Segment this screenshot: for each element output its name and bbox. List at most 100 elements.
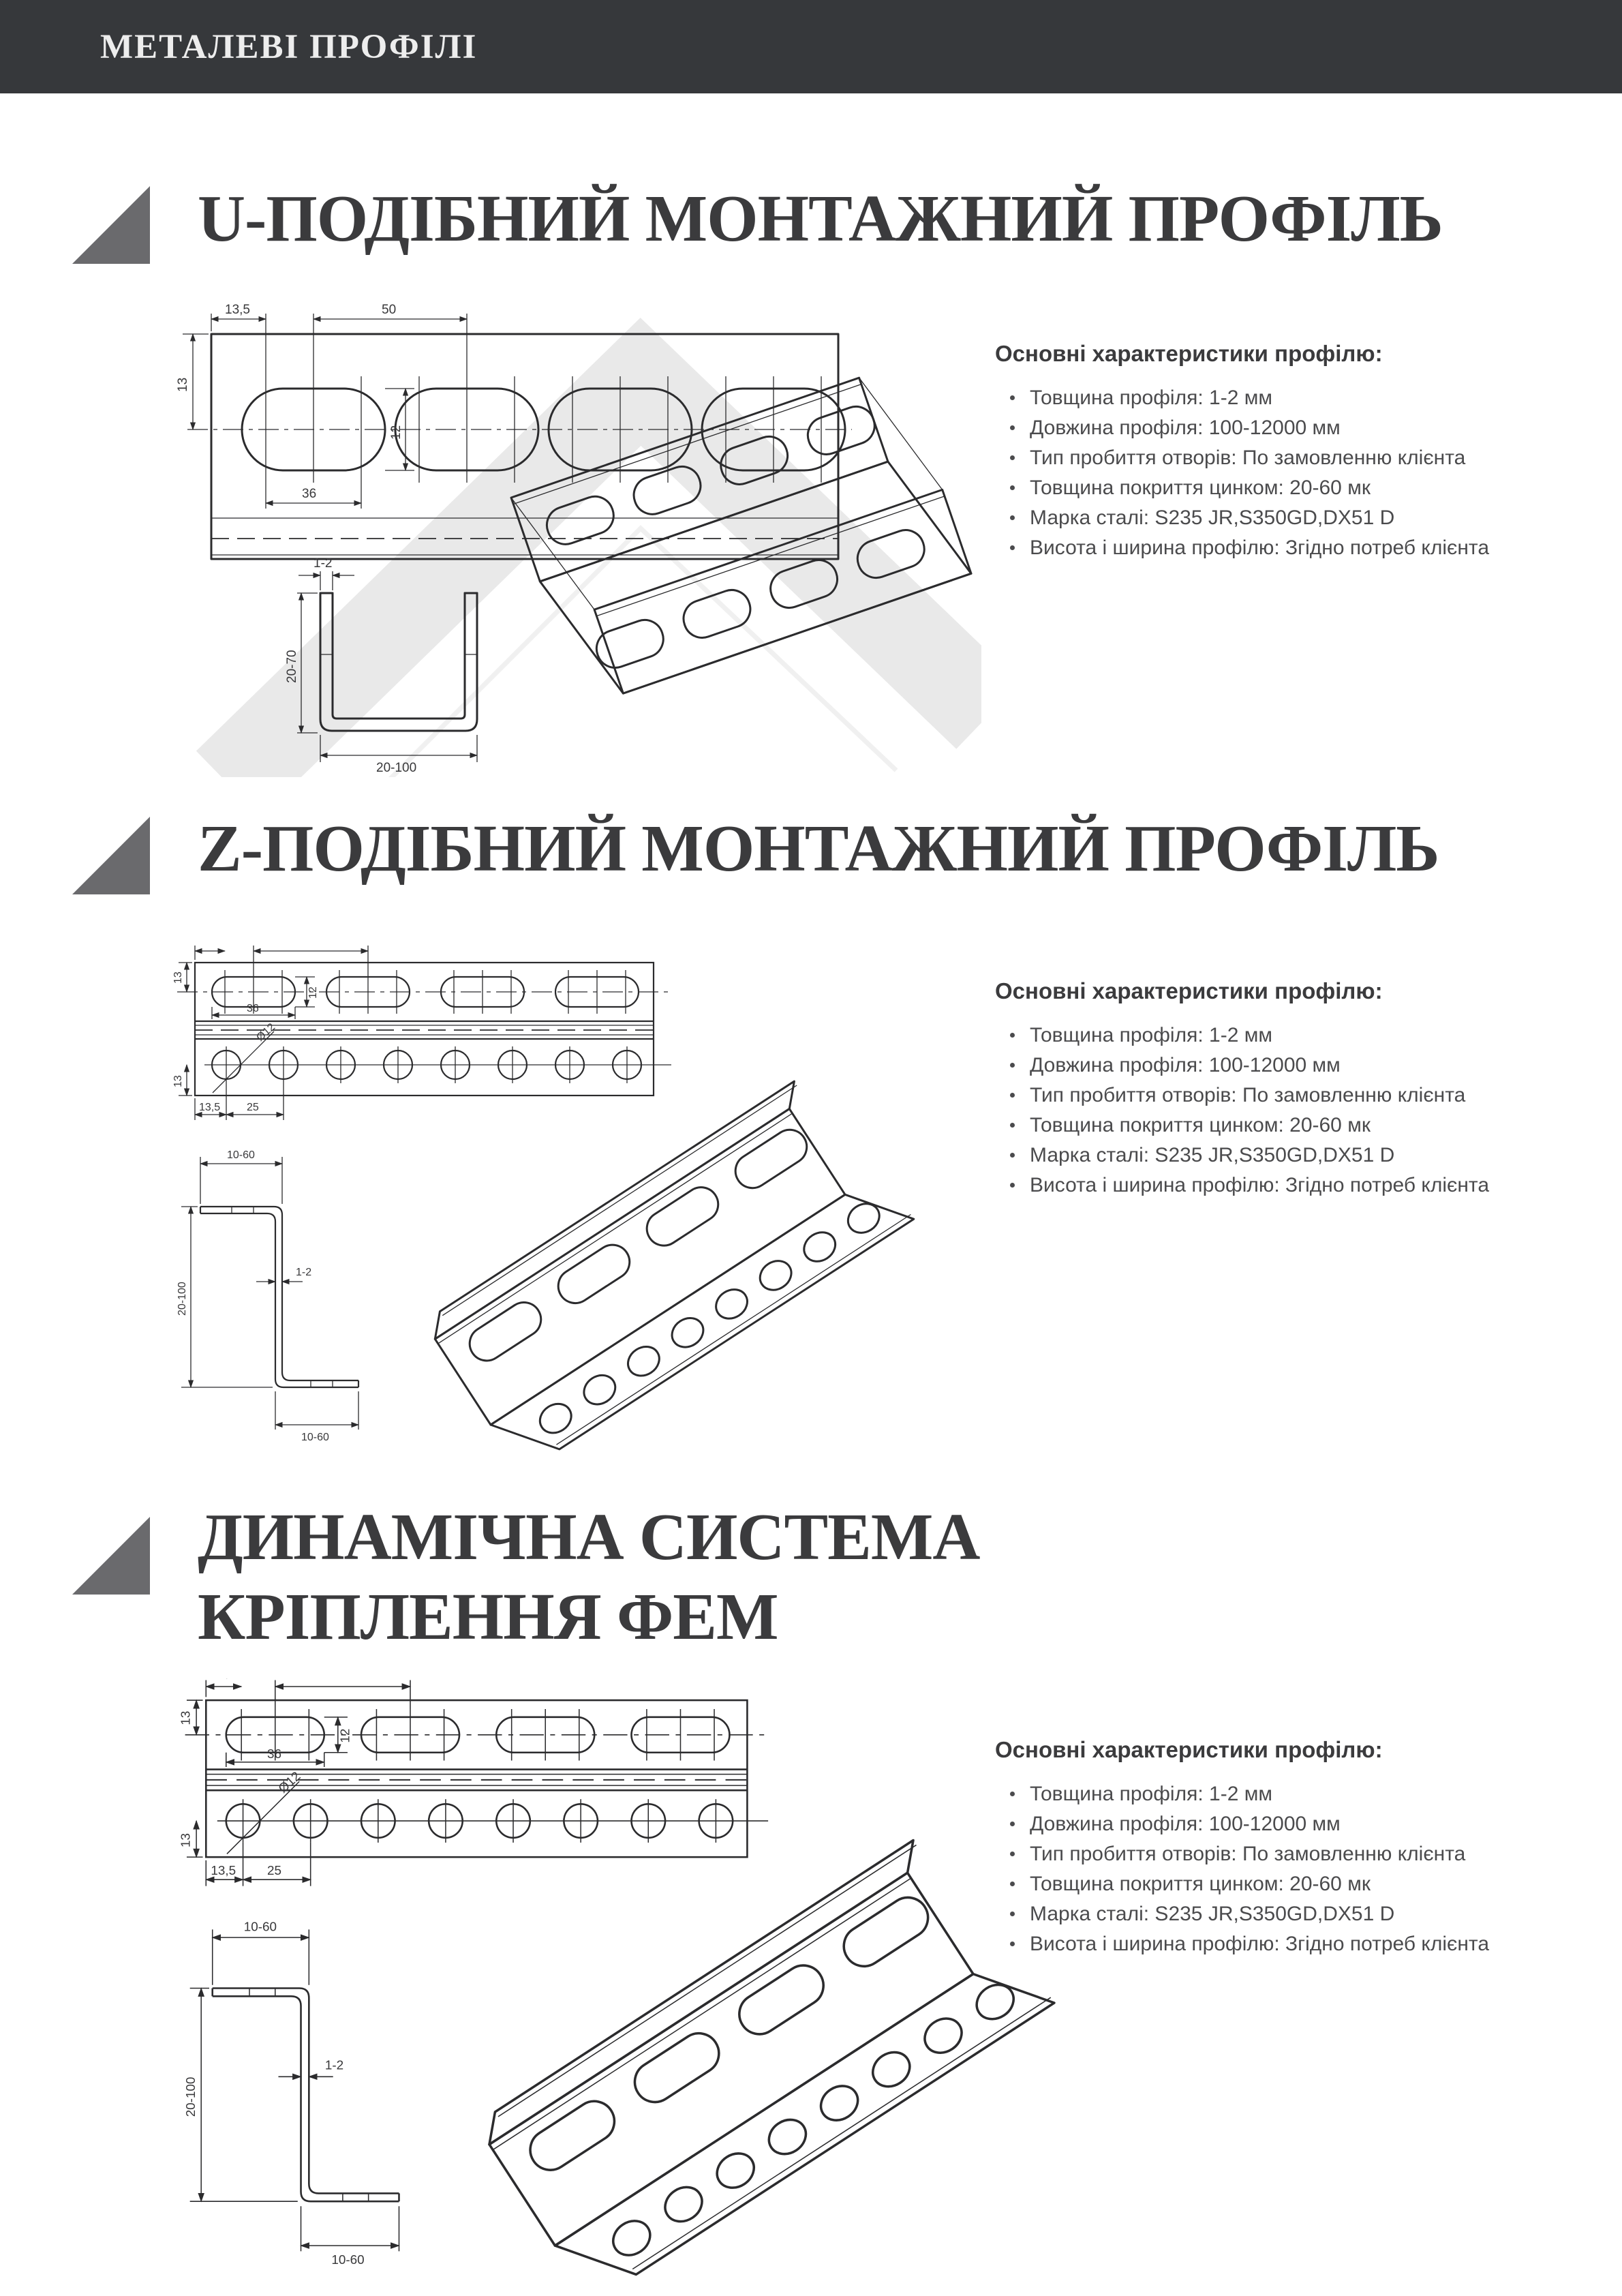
dim-label: 36 bbox=[302, 487, 316, 501]
list-item: Висота і ширина профілю: Згідно потреб к… bbox=[1010, 1933, 1595, 1954]
u-profile-technical-drawing: 13,5 50 13 12 36 1-2 20-70 bbox=[176, 303, 981, 777]
dim-label: 12 bbox=[307, 986, 319, 999]
bullet-icon bbox=[1010, 455, 1015, 460]
bullet-icon bbox=[1010, 1123, 1015, 1128]
list-item: Марка сталі: S235 JR,S350GD,DX51 D bbox=[1010, 1145, 1595, 1166]
dim-label: 10-60 bbox=[331, 2252, 364, 2267]
characteristics-heading: Основні характеристики профілю: bbox=[995, 978, 1383, 1003]
fem-profile-cross-section: 10-60 20-100 1-2 10-60 bbox=[183, 1920, 400, 2267]
dim-label: 13,5 bbox=[211, 1678, 236, 1680]
section-bullet-triangle bbox=[72, 186, 150, 264]
bullet-icon bbox=[1010, 1063, 1015, 1068]
bullet-icon bbox=[1010, 1942, 1015, 1946]
dim-label: Ø12 bbox=[275, 1768, 303, 1795]
characteristics-block-z-profile: Основні характеристики профілю: Товщина … bbox=[995, 978, 1595, 1205]
list-item-text: Тип пробиття отворів: По замовленню кліє… bbox=[1030, 447, 1466, 469]
characteristics-list: Товщина профіля: 1-2 мм Довжина профіля:… bbox=[995, 1025, 1595, 1196]
list-item-text: Марка сталі: S235 JR,S350GD,DX51 D bbox=[1030, 507, 1395, 529]
dim-label: 13,5 bbox=[199, 1102, 220, 1113]
list-item-text: Марка сталі: S235 JR,S350GD,DX51 D bbox=[1030, 1903, 1395, 1925]
bullet-icon bbox=[1010, 395, 1015, 400]
list-item-text: Довжина профіля: 100-12000 мм bbox=[1030, 1813, 1341, 1835]
dim-label: 25 bbox=[247, 1102, 259, 1113]
list-item-text: Товщина профіля: 1-2 мм bbox=[1030, 1783, 1272, 1805]
fem-profile-isometric-view bbox=[488, 1839, 1056, 2276]
list-item: Товщина профіля: 1-2 мм bbox=[1010, 387, 1595, 408]
dim-label: 20-100 bbox=[183, 2077, 198, 2117]
dim-label: 13 bbox=[172, 971, 184, 984]
characteristics-heading: Основні характеристики профілю: bbox=[995, 341, 1383, 366]
characteristics-list: Товщина профіля: 1-2 мм Довжина профіля:… bbox=[995, 387, 1595, 558]
bullet-icon bbox=[1010, 1093, 1015, 1098]
dim-label: 10-60 bbox=[244, 1920, 277, 1934]
header-bar: МЕТАЛЕВІ ПРОФІЛІ bbox=[0, 0, 1622, 93]
characteristics-block-fem-system: Основні характеристики профілю: Товщина … bbox=[995, 1737, 1595, 1963]
dim-label: 13 bbox=[179, 1833, 193, 1847]
bullet-icon bbox=[1010, 1792, 1015, 1796]
bullet-icon bbox=[1010, 1822, 1015, 1826]
section-bullet-triangle bbox=[72, 817, 150, 894]
dim-label: 20-100 bbox=[177, 1282, 188, 1316]
u-profile-isometric-view bbox=[510, 376, 973, 695]
dim-label: 13 bbox=[172, 1075, 184, 1087]
section-title-u-profile: U-ПОДІБНИЙ МОНТАЖНИЙ ПРОФІЛЬ bbox=[198, 182, 1443, 255]
list-item-text: Товщина покриття цинком: 20-60 мк bbox=[1030, 1114, 1371, 1136]
bullet-icon bbox=[1010, 1912, 1015, 1916]
list-item-text: Товщина покриття цинком: 20-60 мк bbox=[1030, 1873, 1371, 1895]
list-item: Товщина покриття цинком: 20-60 мк bbox=[1010, 477, 1595, 498]
dim-label: 36 bbox=[267, 1747, 281, 1761]
list-item: Довжина профіля: 100-12000 мм bbox=[1010, 417, 1595, 438]
bullet-icon bbox=[1010, 485, 1015, 490]
dim-label: 13,5 bbox=[225, 303, 250, 317]
z-profile-cross-section: 10-60 20-100 1-2 10-60 bbox=[177, 1149, 360, 1443]
dim-label: 36 bbox=[247, 1003, 259, 1014]
header-title: МЕТАЛЕВІ ПРОФІЛІ bbox=[100, 27, 478, 66]
dim-label: 13,5 bbox=[199, 944, 220, 946]
dim-label: 50 bbox=[304, 944, 316, 946]
dim-label: 13 bbox=[179, 1711, 193, 1725]
bullet-icon bbox=[1010, 425, 1015, 430]
u-profile-cross-section: 1-2 20-70 20-100 bbox=[285, 556, 478, 775]
z-profile-technical-drawing: 13,5 50 13 12 36 Ø12 13,5 25 13 bbox=[172, 944, 915, 1451]
list-item-text: Тип пробиття отворів: По замовленню кліє… bbox=[1030, 1084, 1466, 1106]
list-item: Тип пробиття отворів: По замовленню кліє… bbox=[1010, 1843, 1595, 1864]
fem-system-technical-drawing: 13,5 50 13 12 36 Ø12 13,5 25 13 bbox=[179, 1678, 1056, 2276]
list-item: Довжина профіля: 100-12000 мм bbox=[1010, 1055, 1595, 1076]
list-item-text: Товщина профіля: 1-2 мм bbox=[1030, 387, 1272, 409]
list-item-text: Висота і ширина профілю: Згідно потреб к… bbox=[1030, 1933, 1490, 1955]
dim-label: 10-60 bbox=[227, 1149, 255, 1161]
dim-label: 1-2 bbox=[313, 556, 332, 571]
bullet-icon bbox=[1010, 1033, 1015, 1038]
list-item: Тип пробиття отворів: По замовленню кліє… bbox=[1010, 1085, 1595, 1106]
dim-label: 20-100 bbox=[376, 761, 416, 775]
dim-label: 12 bbox=[337, 1729, 352, 1743]
list-item: Товщина профіля: 1-2 мм bbox=[1010, 1783, 1595, 1804]
dim-label: 20-70 bbox=[285, 650, 299, 683]
dim-label: 13 bbox=[176, 378, 190, 392]
list-item: Марка сталі: S235 JR,S350GD,DX51 D bbox=[1010, 507, 1595, 528]
roof-watermark-icon bbox=[196, 318, 981, 777]
dim-label: 25 bbox=[267, 1863, 281, 1877]
list-item-text: Тип пробиття отворів: По замовленню кліє… bbox=[1030, 1843, 1466, 1865]
list-item-text: Марка сталі: S235 JR,S350GD,DX51 D bbox=[1030, 1144, 1395, 1166]
list-item-text: Товщина покриття цинком: 20-60 мк bbox=[1030, 477, 1371, 499]
list-item-text: Довжина профіля: 100-12000 мм bbox=[1030, 417, 1341, 439]
bullet-icon bbox=[1010, 1852, 1015, 1856]
list-item: Довжина профіля: 100-12000 мм bbox=[1010, 1813, 1595, 1834]
list-item: Марка сталі: S235 JR,S350GD,DX51 D bbox=[1010, 1903, 1595, 1924]
section-title-z-profile: Z-ПОДІБНИЙ МОНТАЖНИЙ ПРОФІЛЬ bbox=[198, 812, 1439, 885]
list-item: Товщина покриття цинком: 20-60 мк bbox=[1010, 1873, 1595, 1894]
dim-label: 13,5 bbox=[211, 1863, 236, 1877]
section-title-fem-system: ДИНАМІЧНА СИСТЕМА КРІПЛЕННЯ ФЕМ bbox=[198, 1497, 980, 1657]
bullet-icon bbox=[1010, 1183, 1015, 1188]
characteristics-heading: Основні характеристики профілю: bbox=[995, 1737, 1383, 1762]
section-title-line: КРІПЛЕННЯ ФЕМ bbox=[198, 1580, 779, 1653]
dim-label: 12 bbox=[389, 425, 403, 440]
list-item-text: Довжина профіля: 100-12000 мм bbox=[1030, 1054, 1341, 1076]
dim-label: 1-2 bbox=[296, 1267, 311, 1278]
list-item: Висота і ширина профілю: Згідно потреб к… bbox=[1010, 1175, 1595, 1196]
bullet-icon bbox=[1010, 1882, 1015, 1886]
bullet-icon bbox=[1010, 1153, 1015, 1158]
bullet-icon bbox=[1010, 515, 1015, 520]
